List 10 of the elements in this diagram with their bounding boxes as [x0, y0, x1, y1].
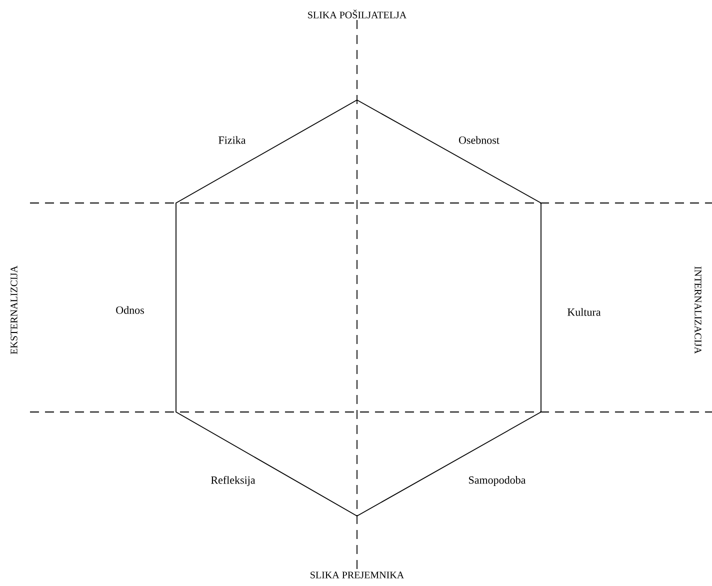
side-label: Osebnost	[458, 136, 500, 144]
axis-title: EKSTERNALIZCIJA	[10, 266, 18, 354]
axis-title: SLIKA POŠILJATELJA	[308, 10, 407, 18]
side-label: Kultura	[568, 308, 601, 316]
side-label: Odnos	[116, 306, 144, 314]
side-label: Fizika	[218, 136, 246, 144]
side-label: Samopodoba	[469, 476, 526, 486]
axis-title: SLIKA PREJEMNIKA	[310, 572, 404, 578]
axis-title: INTERNALIZACIJA	[694, 266, 702, 354]
side-label: Refleksija	[211, 476, 256, 486]
